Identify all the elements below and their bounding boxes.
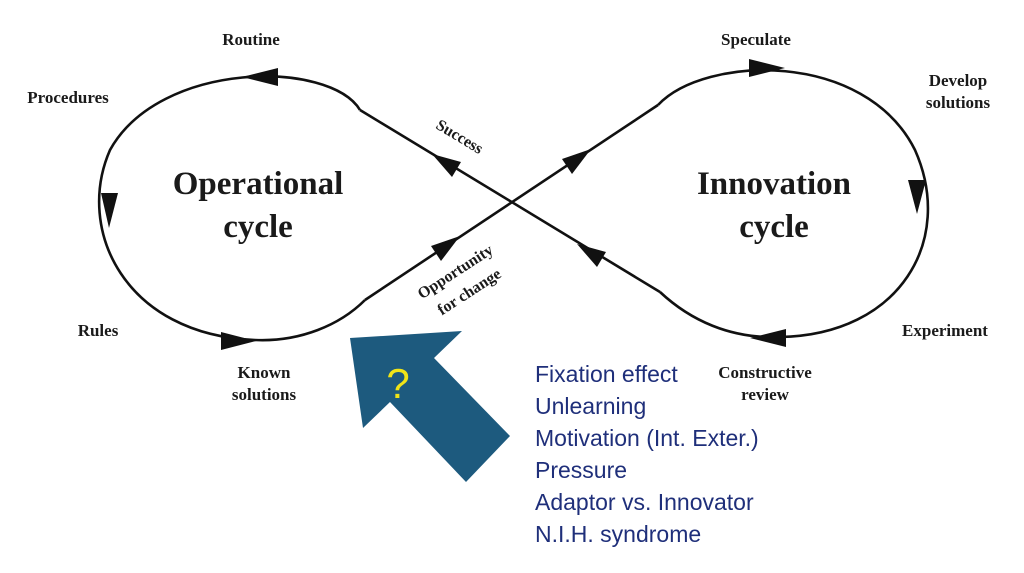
arrow-procedures (101, 193, 118, 228)
label-known-solutions-line2: solutions (232, 385, 297, 404)
arrow-routine (242, 68, 278, 86)
operational-cycle-title-line1: Operational (173, 166, 344, 202)
factor-item: N.I.H. syndrome (535, 521, 701, 547)
innovation-cycle-title-line2: cycle (739, 209, 809, 245)
callout-arrow-shape (350, 331, 510, 482)
label-constructive-review-line2: review (741, 385, 790, 404)
arrow-success (432, 154, 461, 177)
label-speculate: Speculate (721, 30, 791, 49)
factor-item: Unlearning (535, 393, 646, 419)
opportunity-path-line (364, 103, 659, 302)
factor-item: Pressure (535, 457, 627, 483)
innovation-cycle-loop (657, 68, 930, 339)
label-develop-solutions-line1: Develop (929, 71, 988, 90)
arrow-opportunity-upper (562, 149, 591, 174)
operational-cycle-title-line2: cycle (223, 209, 293, 245)
arrow-success-lower (577, 244, 606, 267)
arrow-known-solutions (221, 332, 256, 350)
success-path-line (359, 108, 661, 294)
innovation-cycle-title-line1: Innovation (697, 166, 851, 202)
factor-item: Fixation effect (535, 361, 678, 387)
factor-item: Adaptor vs. Innovator (535, 489, 754, 515)
label-routine: Routine (222, 30, 280, 49)
arrow-opportunity (431, 236, 460, 261)
factor-item: Motivation (Int. Exter.) (535, 425, 759, 451)
label-procedures: Procedures (27, 88, 109, 107)
factor-list: Fixation effect Unlearning Motivation (I… (535, 361, 759, 547)
arrow-develop-solutions (908, 180, 926, 214)
arrow-experiment (750, 329, 786, 347)
label-constructive-review-line1: Constructive (718, 363, 812, 382)
label-rules: Rules (78, 321, 119, 340)
question-mark-icon: ? (386, 360, 409, 407)
label-known-solutions-line1: Known (238, 363, 291, 382)
label-success: Success (433, 117, 486, 158)
arrow-speculate (749, 59, 785, 77)
label-develop-solutions-line2: solutions (926, 93, 991, 112)
label-experiment: Experiment (902, 321, 988, 340)
